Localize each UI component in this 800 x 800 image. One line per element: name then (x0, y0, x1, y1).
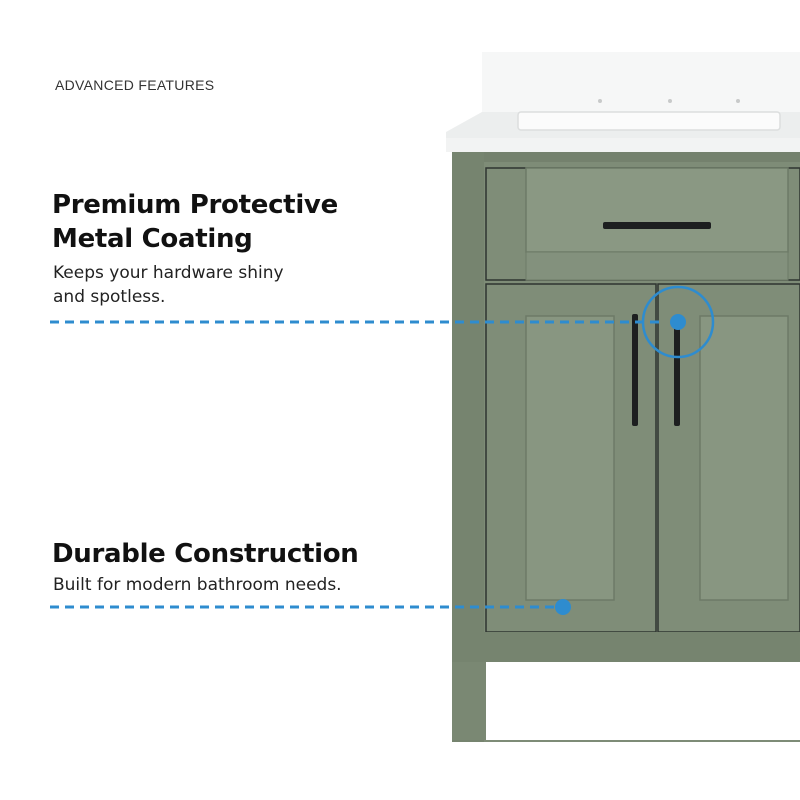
drawer-bottom-rail (525, 251, 789, 281)
door-left-pull-handle (632, 314, 638, 426)
drawer-pull-handle (603, 222, 711, 229)
backsplash (482, 52, 800, 112)
door-right-panel (699, 315, 789, 601)
feature-title-coating: Premium Protective Metal Coating (52, 190, 338, 254)
door-right-pull-handle (674, 318, 680, 426)
feature-title-construction: Durable Construction (52, 539, 359, 569)
drawer-front (525, 167, 789, 253)
faucet-hole-left (598, 99, 602, 103)
callout-dot-coating (670, 314, 686, 330)
cabinet-top-rail (484, 152, 800, 162)
feature-description-coating: Keeps your hardware shiny and spotless. (53, 263, 284, 307)
callout-ring-coating (641, 285, 715, 359)
callout-dot-construction (555, 599, 571, 615)
countertop-edge (446, 138, 800, 152)
cabinet-base-rail (484, 632, 800, 662)
cabinet-side-panel (452, 152, 484, 742)
cabinet-leg-front (452, 662, 486, 740)
undermount-sink (517, 111, 781, 131)
faucet-hole-right (736, 99, 740, 103)
cabinet-open-base (486, 662, 800, 740)
door-left-panel (525, 315, 615, 601)
section-eyebrow: ADVANCED FEATURES (55, 77, 215, 93)
feature-description-construction: Built for modern bathroom needs. (53, 575, 342, 595)
faucet-hole-center (668, 99, 672, 103)
